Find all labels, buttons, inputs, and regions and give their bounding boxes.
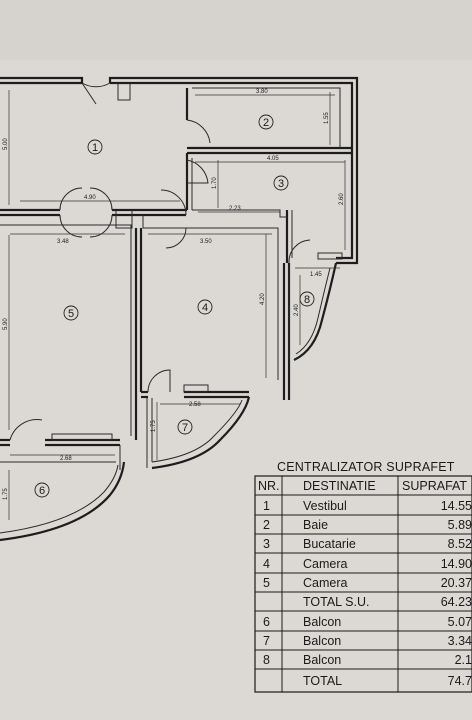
- area-summary-table: CENTRALIZATOR SUPRAFET NR. DESTINATIE SU…: [254, 460, 472, 693]
- table-row: 4 Camera 14.90: [263, 557, 472, 571]
- table-row: 1 Vestibul 14.55: [263, 499, 472, 513]
- door-swings: [9, 82, 311, 441]
- table-cell-area: 14.55: [441, 499, 472, 513]
- table-row: TOTAL 74.7: [303, 674, 472, 688]
- table-cell-destination: TOTAL: [303, 674, 342, 688]
- table-cell-destination: Balcon: [303, 653, 341, 667]
- dim-label: 2.23: [229, 206, 241, 212]
- table-cell-nr: 6: [263, 615, 270, 629]
- dimension-labels: 5.00 3.80 1.55 4.05 1.70 2.60 4.90 2.23 …: [3, 89, 345, 500]
- table-cell-destination: Balcon: [303, 634, 341, 648]
- table-cell-area: 3.34: [448, 634, 472, 648]
- room-number-6: 6: [39, 485, 45, 497]
- table-cell-destination: TOTAL S.U.: [303, 595, 369, 609]
- table-cell-nr: 5: [263, 576, 270, 590]
- dim-label: 2.68: [60, 456, 72, 462]
- dim-label: 2.58: [189, 402, 201, 408]
- room-number-1: 1: [92, 142, 98, 154]
- table-cell-destination: Balcon: [303, 615, 341, 629]
- table-header-nr: NR.: [258, 479, 280, 493]
- dimension-lines: [8, 90, 346, 520]
- dim-label: 1.70: [212, 177, 218, 189]
- table-header-destination: DESTINATIE: [303, 479, 376, 493]
- room-number-7: 7: [182, 422, 188, 434]
- room-markers: 1 2 3 4 5 6 7 8: [34, 114, 315, 498]
- table-cell-destination: Camera: [303, 576, 348, 590]
- table-cell-nr: 4: [263, 557, 270, 571]
- table-row: TOTAL S.U. 64.23: [303, 595, 472, 609]
- table-cell-nr: 8: [263, 653, 270, 667]
- dim-label: 3.48: [57, 239, 69, 245]
- table-row: 5 Camera 20.37: [263, 576, 472, 590]
- dim-label: 2.60: [339, 193, 345, 205]
- table-cell-area: 64.23: [441, 595, 472, 609]
- dim-label: 1.75: [3, 488, 9, 500]
- room-number-4: 4: [202, 302, 208, 314]
- room-number-2: 2: [263, 117, 269, 129]
- table-row: 6 Balcon 5.07: [263, 615, 472, 629]
- table-cell-destination: Baie: [303, 518, 328, 532]
- room-number-5: 5: [68, 308, 74, 320]
- table-row: 8 Balcon 2.1: [263, 653, 472, 667]
- dim-label: 3.80: [256, 89, 268, 95]
- walls: [0, 76, 359, 542]
- table-cell-destination: Camera: [303, 557, 348, 571]
- table-cell-area: 20.37: [441, 576, 472, 590]
- dim-label: 5.90: [3, 318, 9, 330]
- table-cell-destination: Vestibul: [303, 499, 347, 513]
- dim-label: 4.20: [260, 293, 266, 305]
- dim-label: 1.75: [151, 420, 157, 432]
- table-cell-nr: 3: [263, 537, 270, 551]
- table-cell-nr: 2: [263, 518, 270, 532]
- room-number-8: 8: [304, 294, 310, 306]
- dim-label: 4.90: [84, 195, 96, 201]
- dim-label: 4.05: [267, 156, 279, 162]
- table-row: 2 Baie 5.89: [263, 518, 472, 532]
- table-header-area: SUPRAFAT: [402, 479, 467, 493]
- table-row: 7 Balcon 3.34: [263, 634, 472, 648]
- table-cell-area: 8.52: [448, 537, 472, 551]
- room-number-3: 3: [278, 178, 284, 190]
- table-cell-nr: 1: [263, 499, 270, 513]
- table-cell-area: 2.1: [455, 653, 472, 667]
- table-row: 3 Bucatarie 8.52: [263, 537, 472, 551]
- table-cell-destination: Bucatarie: [303, 537, 356, 551]
- dim-label: 2.40: [294, 304, 300, 316]
- table-cell-area: 5.07: [448, 615, 472, 629]
- table-cell-area: 74.7: [448, 674, 472, 688]
- dim-label: 5.00: [3, 138, 9, 150]
- table-cell-nr: 7: [263, 634, 270, 648]
- table-title: CENTRALIZATOR SUPRAFET: [277, 460, 455, 474]
- table-cell-area: 14.90: [441, 557, 472, 571]
- table-cell-area: 5.89: [448, 518, 472, 532]
- dim-label: 1.45: [310, 272, 322, 278]
- dim-label: 3.50: [200, 239, 212, 245]
- dim-label: 1.55: [324, 112, 330, 124]
